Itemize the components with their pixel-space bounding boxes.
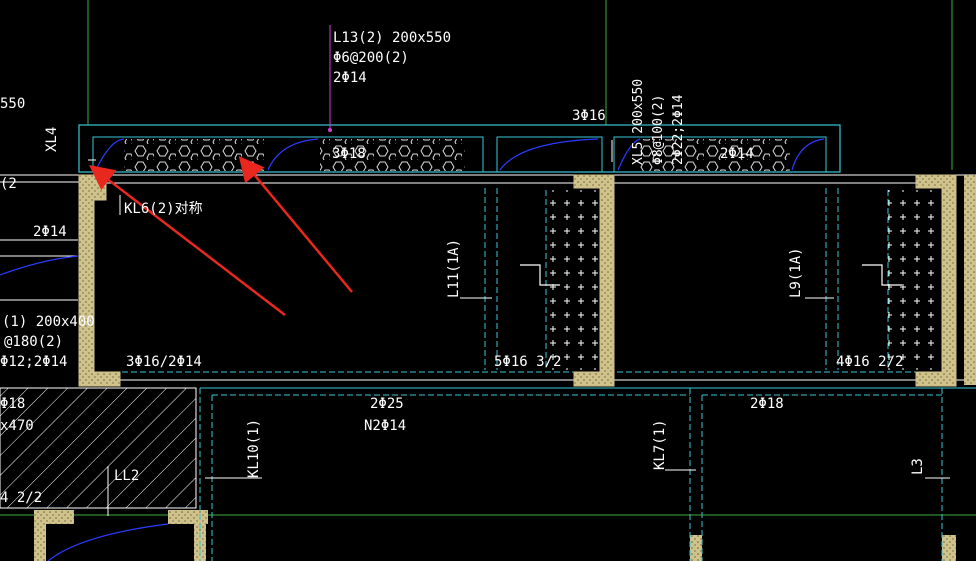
label-kl6: KL6(2)对称 (124, 201, 203, 217)
label-l11: L11(1A) (446, 239, 462, 298)
grid-lines (0, 0, 976, 516)
label-xl4: XL4 (44, 127, 60, 152)
label-n2phi14: N2Φ14 (364, 418, 406, 434)
label-kl7: KL7(1) (652, 419, 668, 470)
annotation-text: L13(2) 200x550 Φ6@200(2) 2Φ14 550 XL4 3Φ… (0, 30, 926, 506)
label-2phi18-right: 2Φ18 (750, 396, 784, 412)
top-beam-strip (78, 124, 841, 173)
label-x470: x470 (0, 418, 34, 434)
red-arrow-left (89, 164, 286, 316)
label-xl5-1: XL5 200x550 (631, 79, 646, 165)
label-phi18-left: Φ18 (0, 396, 25, 412)
label-l13-2: Φ6@200(2) (333, 50, 409, 66)
dashed-beams (0, 188, 943, 561)
label-2phi25: 2Φ25 (370, 396, 404, 412)
label-l3: L3 (910, 458, 926, 475)
label-z-left: (2 (0, 176, 17, 192)
label-550: 550 (0, 96, 25, 112)
label-xl5-3: 2Φ22;2Φ14 (671, 94, 686, 165)
label-l9: L9(1A) (788, 247, 804, 298)
hatched-block (0, 387, 197, 509)
label-kl10: KL10(1) (246, 419, 262, 478)
label-4-22: 4 2/2 (0, 490, 42, 506)
label-bottom-3phi16: 3Φ16/2Φ14 (126, 354, 202, 370)
label-l13-3: 2Φ14 (333, 70, 367, 86)
label-top-3phi16: 3Φ16 (572, 108, 606, 124)
label-l13-1: L13(2) 200x550 (333, 30, 451, 46)
label-left-block-1: (1) 200x400 (2, 314, 95, 330)
label-ll2: LL2 (114, 468, 139, 484)
label-bottom-4phi16: 4Φ16 2/2 (836, 354, 903, 370)
label-left-block-2: @180(2) (4, 334, 63, 350)
label-left-block-3: Φ12;2Φ14 (0, 354, 67, 370)
label-left-2phi14: 2Φ14 (33, 224, 67, 240)
label-mid-2phi14: 2Φ14 (720, 146, 754, 162)
label-mid-3phi18: 3Φ18 (332, 146, 366, 162)
leader-lines (88, 25, 950, 516)
label-xl5-2: Φ8@100(2) (651, 95, 666, 165)
annotation-arrows (89, 156, 353, 316)
cross-hatch-zones (520, 190, 942, 370)
main-beam-band (0, 174, 976, 389)
red-arrow-right (238, 156, 353, 293)
label-bottom-5phi16: 5Φ16 3/2 (494, 354, 561, 370)
